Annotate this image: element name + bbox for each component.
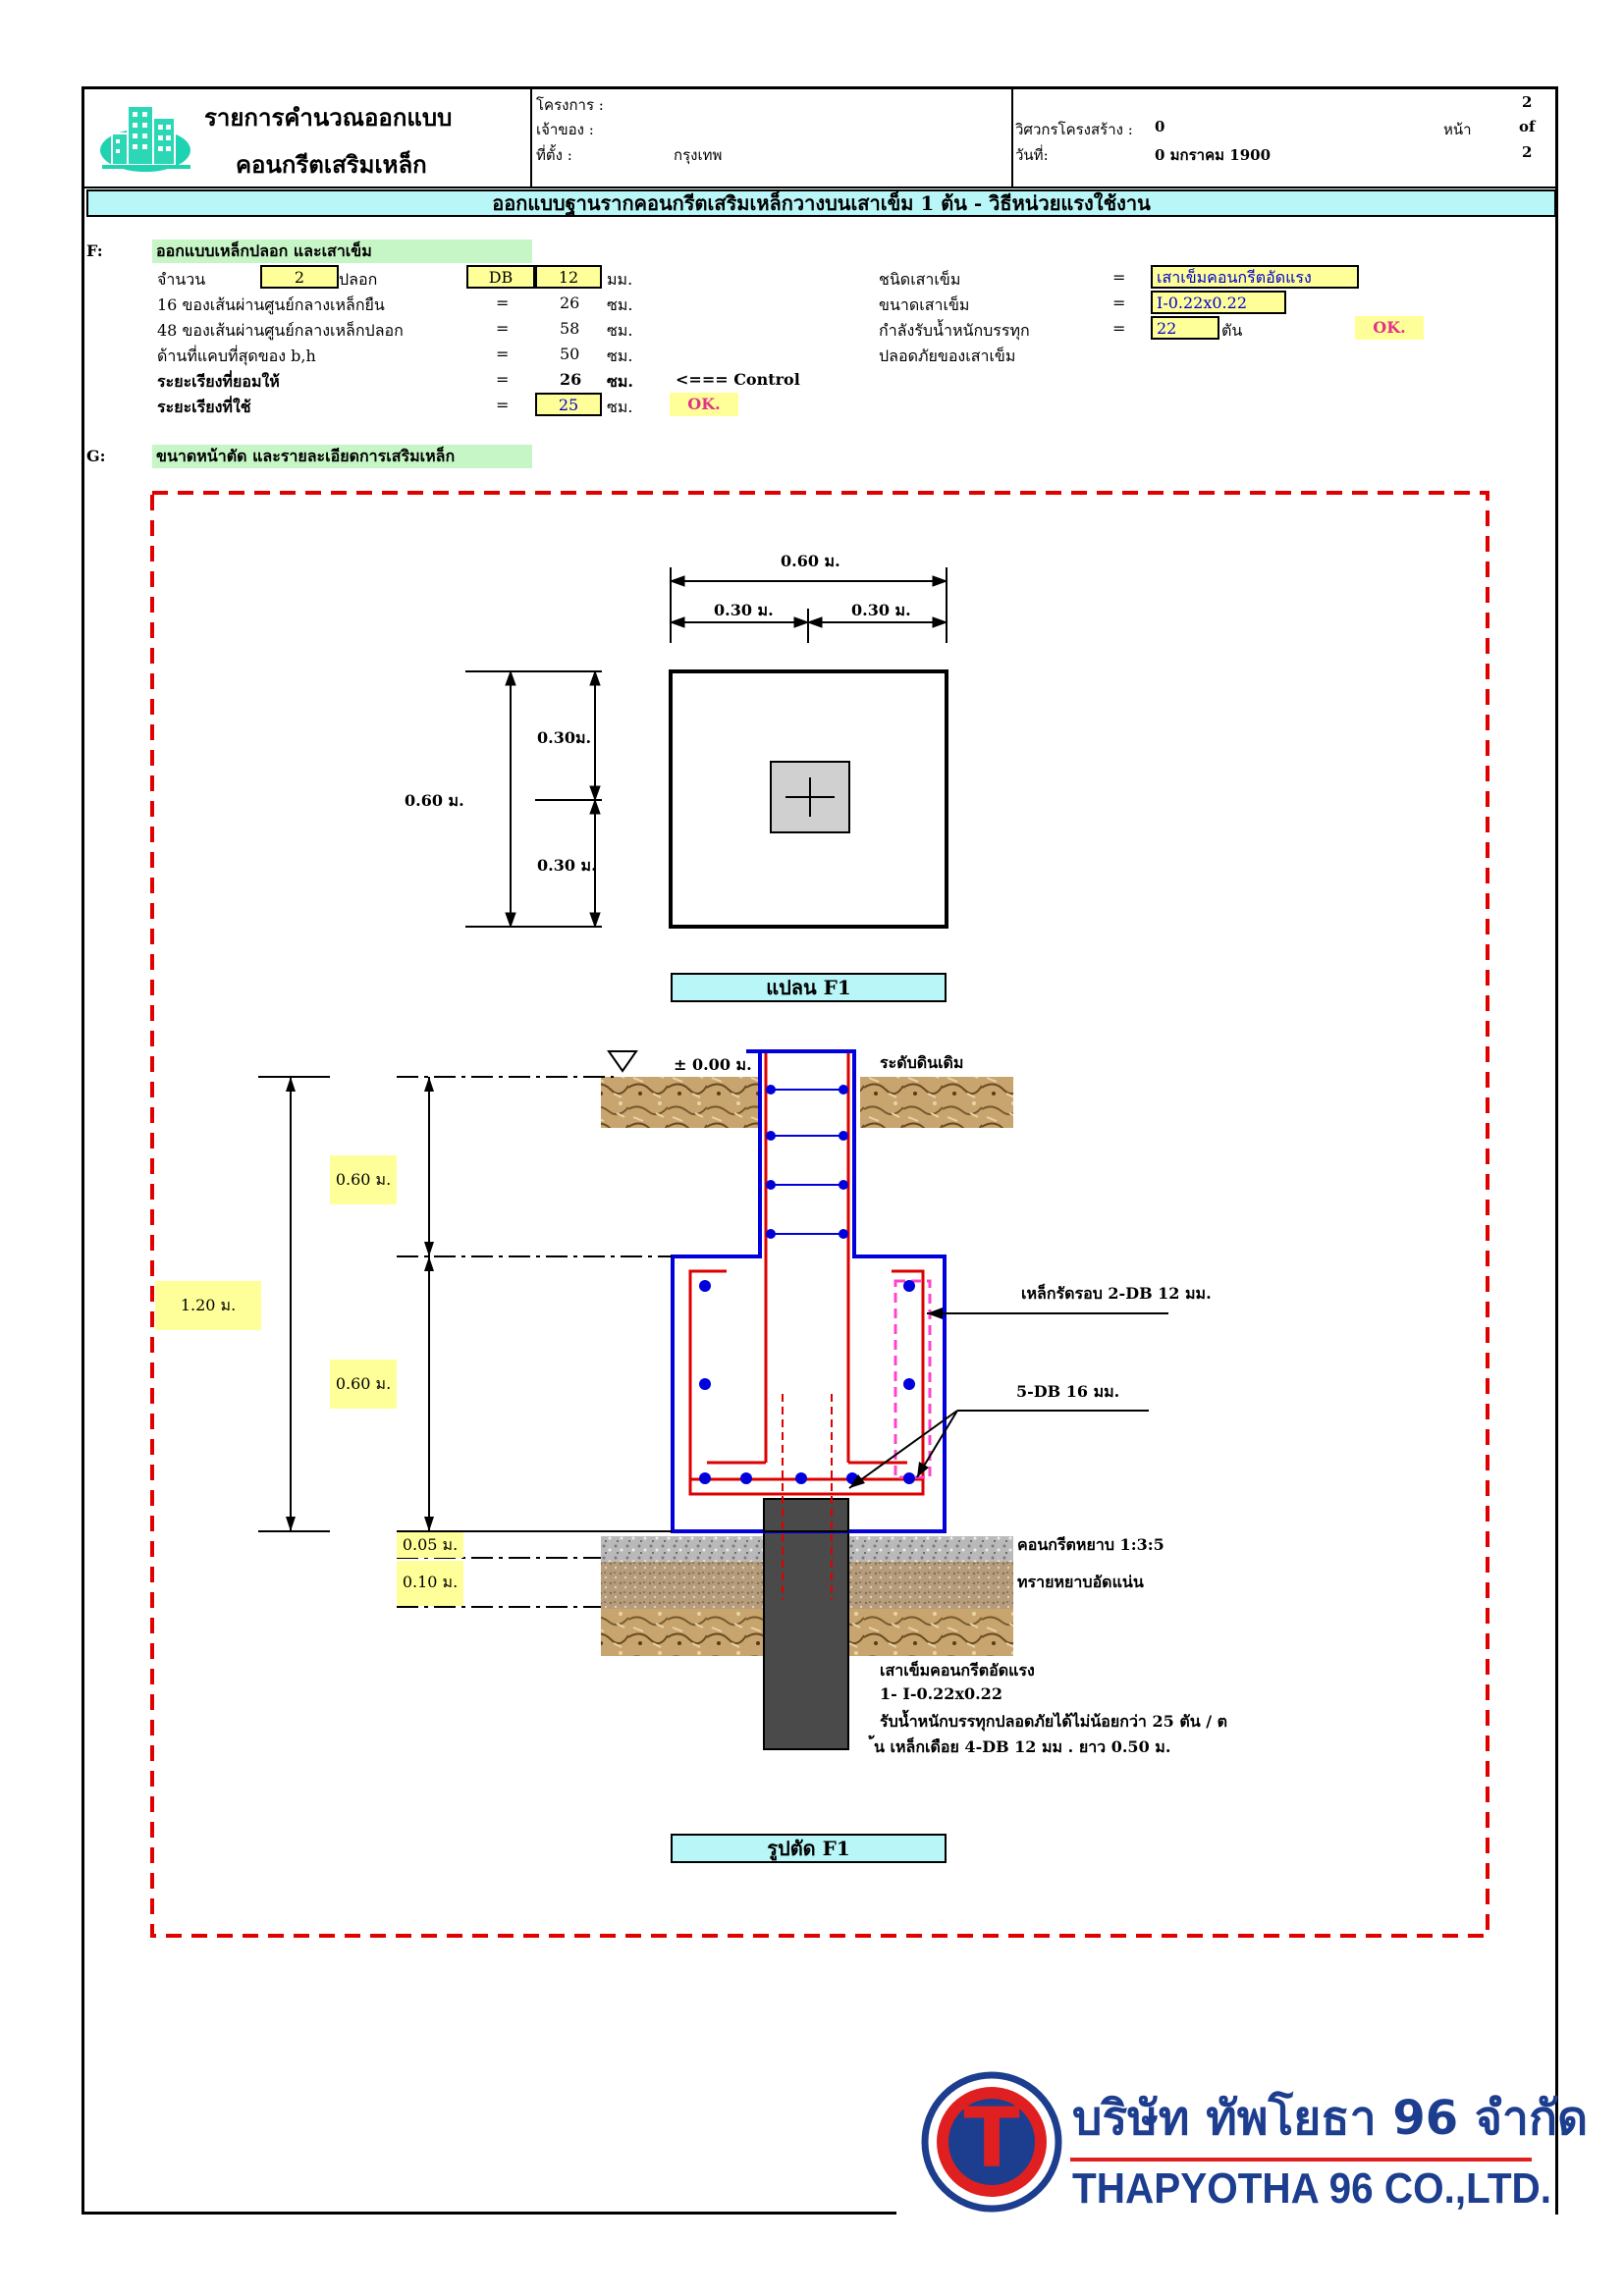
building-logo-icon (98, 96, 196, 180)
section-view (258, 1049, 1168, 1750)
f-row-16db-label: 16 ของเส้นผ่านศูนย์กลางเหล็กยืน (157, 295, 385, 314)
page-label: หน้า (1443, 121, 1472, 138)
pile-note-1: เสาเข็มคอนกรีตอัดแรง (880, 1661, 1035, 1680)
engineer-label: วิศวกรโครงสร้าง : (1015, 121, 1133, 138)
plan-caption: แปลน F1 (671, 973, 947, 1002)
pile-capacity-label: กำลังรับน้ำหนักบรรทุก (879, 321, 1030, 340)
location-label: ที่ตั้ง : (536, 146, 572, 164)
pile-type-eq: = (1112, 268, 1126, 287)
stirrup-count-input[interactable]: 2 (260, 265, 339, 289)
stirrup-label: เหล็กรัดรอบ 2-DB 12 มม. (1021, 1284, 1212, 1303)
f-row-3-unit: ซม. (607, 347, 633, 365)
f-row-1-value: 26 (560, 294, 580, 312)
pile-note-3: รับน้ำหนักบรรทุกปลอดภัยได้ไม่น้อยกว่า 25… (880, 1712, 1228, 1731)
ground-level-label: ระดับดินเดิม (880, 1053, 964, 1072)
main-bar-label: 5-DB 16 มม. (1016, 1382, 1120, 1401)
f-row-2-eq: = (496, 319, 510, 338)
page-number: 2 (1522, 93, 1533, 111)
f-row-allowable-label: ระยะเรียงที่ยอมให้ (157, 372, 280, 391)
bottom-rule (81, 2212, 896, 2215)
plan-dim-vertical-b: 0.30 ม. (537, 856, 597, 875)
pile-type-label: ชนิดเสาเข็ม (879, 270, 961, 289)
f-row-4-eq: = (496, 370, 510, 389)
company-name-english: THAPYOTHA 96 CO.,LTD. (1072, 2164, 1552, 2213)
plan-dim-half-a: 0.30 ม. (714, 601, 774, 619)
f-row-1-unit: ซม. (607, 295, 633, 314)
section-dim-upper: 0.60 ม. (330, 1155, 397, 1204)
section-f-code: F: (86, 241, 103, 260)
f-row-quantity-label: จำนวน (157, 270, 206, 289)
control-note: <=== Control (676, 370, 800, 389)
f-row-2-unit: ซม. (607, 321, 633, 340)
pile-note-4: ้น เหล็กเดือย 4-DB 12 มม . ยาว 0.50 ม. (874, 1737, 1171, 1756)
pile-note-2: 1- I-0.22x0.22 (880, 1684, 1002, 1703)
f-row-1-eq: = (496, 294, 510, 312)
section-dim-lean: 0.05 ม. (397, 1532, 463, 1558)
header-bottom-rule (81, 187, 1558, 188)
f-row-min-side-label: ด้านที่แคบที่สุดของ b,h (157, 347, 316, 365)
company-logo-letter: T (963, 2090, 1020, 2186)
design-banner: ออกแบบฐานรากคอนกรีตเสริมเหล็กวางบนเสาเข็… (86, 189, 1556, 217)
drawing-frame (150, 491, 1489, 1938)
page-frame (81, 86, 1558, 2215)
plan-dim-vertical-total: 0.60 ม. (405, 791, 464, 810)
section-dim-total: 1.20 ม. (155, 1281, 261, 1330)
f-row-5-unit: ซม. (607, 398, 633, 416)
spacing-ok-status: OK. (670, 393, 738, 416)
report-title-line1: รายการคำนวณออกแบบ (204, 103, 453, 132)
f-row-stirrup-word: ปลอก (339, 270, 378, 289)
sand-layer-label: ทรายหยาบอัดแน่น (1017, 1573, 1144, 1591)
section-dim-lower: 0.60 ม. (330, 1360, 397, 1409)
f-row-0-unit: มม. (607, 270, 633, 289)
report-title-line2: คอนกรีตเสริมเหล็ก (236, 150, 427, 179)
spacing-used-input[interactable]: 25 (535, 393, 602, 416)
f-row-used-label: ระยะเรียงที่ใช้ (157, 398, 251, 416)
owner-label: เจ้าของ : (536, 121, 594, 138)
pile-capacity-unit: ตัน (1221, 321, 1243, 340)
plan-dim-total: 0.60 ม. (781, 552, 840, 570)
date-value: 0 มกราคม 1900 (1155, 146, 1272, 164)
project-label: โครงการ : (536, 96, 604, 114)
page-total: 2 (1522, 143, 1533, 161)
lean-concrete-label: คอนกรีตหยาบ 1:3:5 (1017, 1535, 1164, 1554)
pile-size-eq: = (1112, 294, 1126, 312)
pile-type-input[interactable]: เสาเข็มคอนกรีตอัดแรง (1151, 265, 1359, 289)
pile-size-input[interactable]: I-0.22x0.22 (1151, 291, 1286, 314)
pile-ok-status: OK. (1355, 316, 1424, 340)
plan-dim-half-b: 0.30 ม. (851, 601, 911, 619)
ground-level-value: ± 0.00 ม. (674, 1055, 752, 1074)
pile-size-label: ขนาดเสาเข็ม (879, 295, 970, 314)
f-row-5-eq: = (496, 396, 510, 414)
company-name-thai: บริษัท ทัพโยธา 96 จำกัด (1072, 2091, 1589, 2146)
location-value: กรุงเทพ (674, 146, 723, 164)
page-of: of (1519, 118, 1536, 135)
f-row-4-unit: ซม. (607, 372, 633, 391)
pile-safety-label: ปลอดภัยของเสาเข็ม (879, 347, 1016, 365)
section-g-code: G: (86, 447, 106, 465)
f-row-3-value: 50 (560, 345, 580, 363)
company-logo-mark (921, 2071, 1062, 2213)
section-caption: รูปตัด F1 (671, 1834, 947, 1863)
f-row-2-value: 58 (560, 319, 580, 338)
pile-capacity-input[interactable]: 22 (1151, 316, 1219, 340)
stirrup-diameter-input[interactable]: 12 (535, 265, 602, 289)
section-f-title: ออกแบบเหล็กปลอก และเสาเข็ม (152, 240, 532, 263)
header-divider-1 (530, 86, 532, 188)
section-dim-sand: 0.10 ม. (397, 1561, 463, 1606)
engineer-value: 0 (1155, 118, 1165, 135)
f-row-3-eq: = (496, 345, 510, 363)
plan-view (465, 567, 948, 929)
plan-dim-vertical-a: 0.30ม. (537, 728, 592, 747)
section-g-title: ขนาดหน้าตัด และรายละเอียดการเสริมเหล็ก (152, 445, 532, 468)
f-row-4-value: 26 (560, 370, 582, 389)
f-row-48db-label: 48 ของเส้นผ่านศูนย์กลางเหล็กปลอก (157, 321, 404, 340)
stirrup-type-input[interactable]: DB (466, 265, 535, 289)
pile-capacity-eq: = (1112, 319, 1126, 338)
date-label: วันที่: (1015, 146, 1049, 164)
header-divider-2 (1011, 86, 1013, 188)
